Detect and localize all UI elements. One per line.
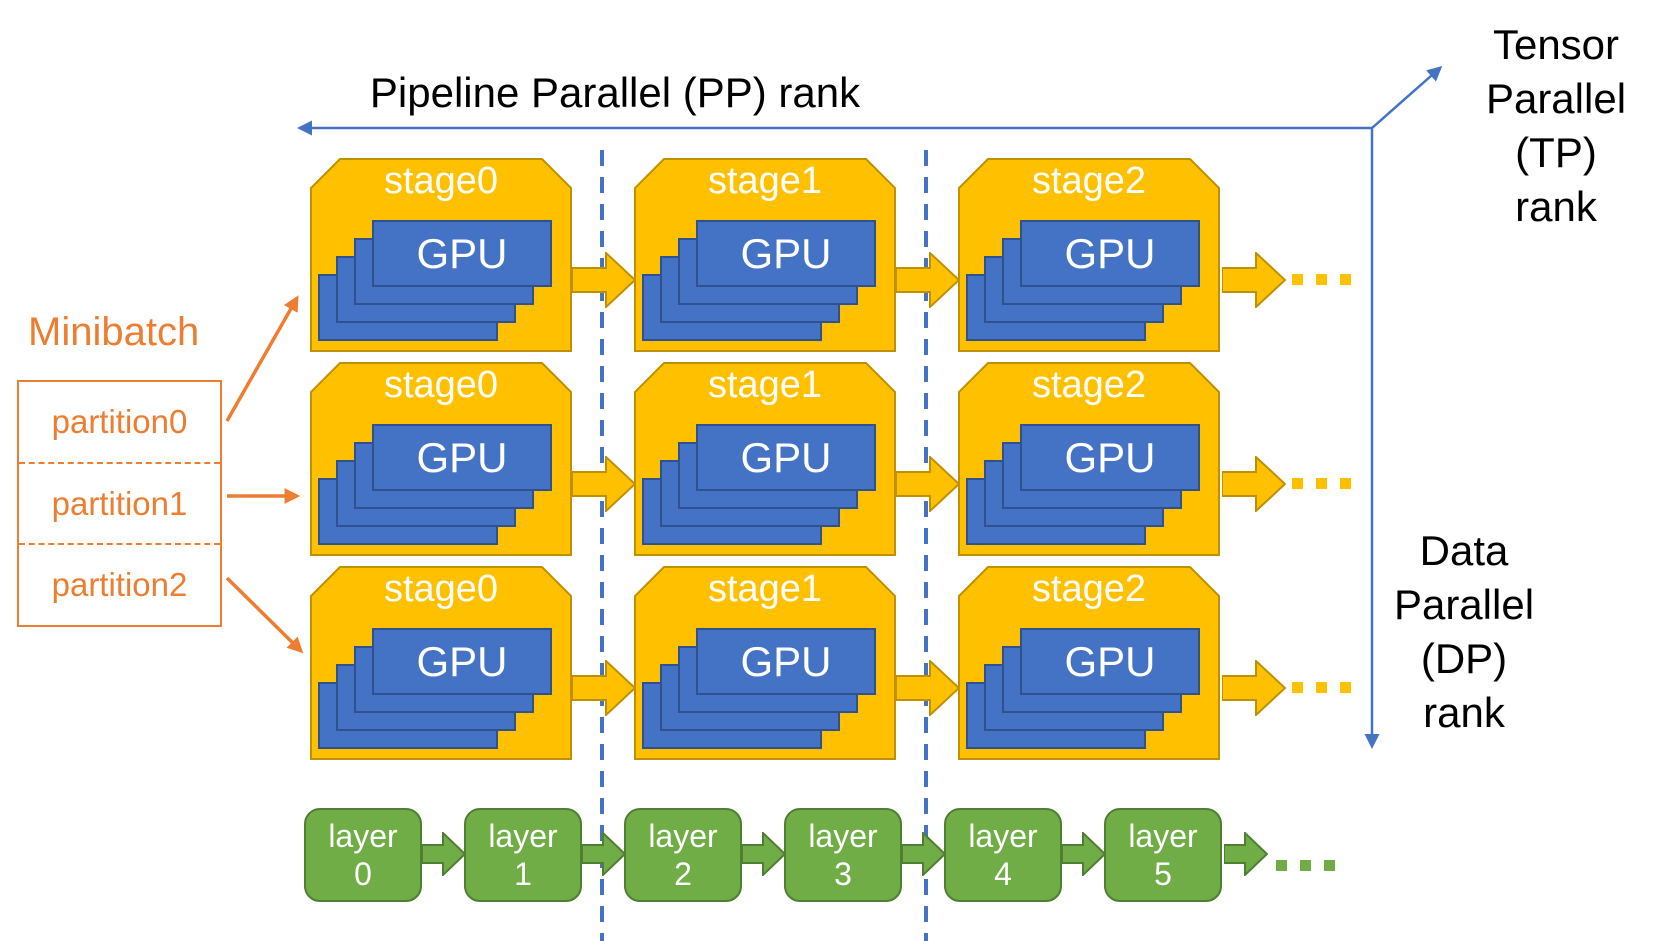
layer-flow-arrow [422, 832, 466, 876]
partition-cell: partition0 [19, 382, 220, 464]
layer-flow-arrow [582, 832, 626, 876]
layer-word: layer [488, 818, 558, 854]
stage-label: stage1 [707, 364, 823, 406]
layer-word: layer [328, 818, 398, 854]
stage-label: stage2 [1031, 568, 1147, 610]
stage-label: stage0 [383, 568, 499, 610]
layer-box-4: layer 4 [944, 808, 1062, 902]
stage-box-row2-stage2: stage2 GPU GPU GPU GPU [958, 566, 1220, 760]
pp-axis-label: Pipeline Parallel (PP) rank [369, 69, 861, 116]
tp-axis-label: Tensor Parallel (TP) rank [1458, 18, 1654, 234]
stage-box-row0-stage2: stage2 GPU GPU GPU GPU [958, 158, 1220, 352]
stage-label: stage0 [383, 364, 499, 406]
gpu-card: GPU [372, 628, 552, 695]
stage-box-row1-stage1: stage1 GPU GPU GPU GPU [634, 362, 896, 556]
stage-box-row1-stage2: stage2 GPU GPU GPU GPU [958, 362, 1220, 556]
layer-flow-arrow [1062, 832, 1106, 876]
stage-flow-ellipsis-dot [1340, 682, 1351, 693]
minibatch-arrow-2 [225, 576, 304, 654]
stage-flow-ellipsis-dot [1292, 274, 1303, 285]
layer-word: layer [808, 818, 878, 854]
layer-ellipsis-dot [1300, 860, 1311, 871]
dp-axis-label-line: Parallel [1393, 581, 1535, 628]
tp-axis-label-line: Tensor [1492, 21, 1620, 68]
dp-axis-label-line: (DP) [1420, 635, 1508, 682]
gpu-card: GPU [1020, 220, 1200, 287]
layer-box-3: layer 3 [784, 808, 902, 902]
layer-flow-arrow [1224, 832, 1268, 876]
layer-box-0: layer 0 [304, 808, 422, 902]
stage-box-row0-stage0: stage0 GPU GPU GPU GPU [310, 158, 572, 352]
dp-axis-label-line: Data [1419, 527, 1509, 574]
stage-flow-ellipsis-dot [1340, 478, 1351, 489]
gpu-card: GPU [1020, 628, 1200, 695]
layer-number: 3 [834, 856, 852, 892]
stage-label: stage2 [1031, 160, 1147, 202]
layer-box-5: layer 5 [1104, 808, 1222, 902]
layer-flow-arrow [902, 832, 946, 876]
tp-axis-label-line: Parallel [1485, 75, 1627, 122]
partition-label: partition1 [51, 484, 188, 522]
layer-number: 2 [674, 856, 692, 892]
layer-number: 0 [354, 856, 372, 892]
stage-box-row2-stage1: stage1 GPU GPU GPU GPU [634, 566, 896, 760]
partition-cell: partition2 [19, 545, 220, 625]
stage-flow-arrow [896, 660, 960, 716]
dp-axis-label: Data Parallel (DP) rank [1358, 524, 1570, 740]
stage-flow-ellipsis-dot [1316, 478, 1327, 489]
stage-box-row1-stage0: stage0 GPU GPU GPU GPU [310, 362, 572, 556]
layer-flow-arrow [742, 832, 786, 876]
minibatch-box: partition0 partition1 partition2 [17, 380, 222, 627]
gpu-card: GPU [696, 220, 876, 287]
stage-flow-arrow [572, 252, 636, 308]
stage-flow-arrow [896, 456, 960, 512]
stage-flow-arrow [1222, 252, 1286, 308]
tp-axis-arrow [1371, 66, 1443, 129]
layer-ellipsis-dot [1276, 860, 1287, 871]
stage-label: stage1 [707, 568, 823, 610]
layer-ellipsis-dot [1324, 860, 1335, 871]
stage-flow-arrow [572, 660, 636, 716]
stage-flow-ellipsis-dot [1316, 682, 1327, 693]
tp-axis-label-line: rank [1515, 183, 1597, 230]
layer-word: layer [1128, 818, 1198, 854]
gpu-card: GPU [1020, 424, 1200, 491]
partition-label: partition2 [51, 566, 188, 604]
stage-box-row2-stage0: stage0 GPU GPU GPU GPU [310, 566, 572, 760]
layer-number: 5 [1154, 856, 1172, 892]
dp-axis-label-line: rank [1423, 689, 1505, 736]
stage-box-row0-stage1: stage1 GPU GPU GPU GPU [634, 158, 896, 352]
gpu-card: GPU [696, 424, 876, 491]
stage-flow-ellipsis-dot [1292, 478, 1303, 489]
gpu-card: GPU [696, 628, 876, 695]
gpu-card: GPU [372, 424, 552, 491]
stage-flow-arrow [1222, 456, 1286, 512]
layer-box-2: layer 2 [624, 808, 742, 902]
stage-flow-arrow [896, 252, 960, 308]
stage-label: stage1 [707, 160, 823, 202]
stage-flow-ellipsis-dot [1340, 274, 1351, 285]
stage-label: stage0 [383, 160, 499, 202]
tp-axis-label-line: (TP) [1515, 129, 1597, 176]
stage-flow-ellipsis-dot [1316, 274, 1327, 285]
layer-number: 4 [994, 856, 1012, 892]
gpu-card: GPU [372, 220, 552, 287]
layer-word: layer [648, 818, 718, 854]
layer-number: 1 [514, 856, 532, 892]
stage-flow-ellipsis-dot [1292, 682, 1303, 693]
partition-cell: partition1 [19, 464, 220, 546]
stage-flow-arrow [572, 456, 636, 512]
stage-label: stage2 [1031, 364, 1147, 406]
stage-flow-arrow [1222, 660, 1286, 716]
minibatch-arrow-0 [225, 295, 299, 422]
layer-word: layer [968, 818, 1038, 854]
minibatch-title: Minibatch [28, 310, 200, 354]
partition-label: partition0 [51, 402, 188, 440]
layer-box-1: layer 1 [464, 808, 582, 902]
